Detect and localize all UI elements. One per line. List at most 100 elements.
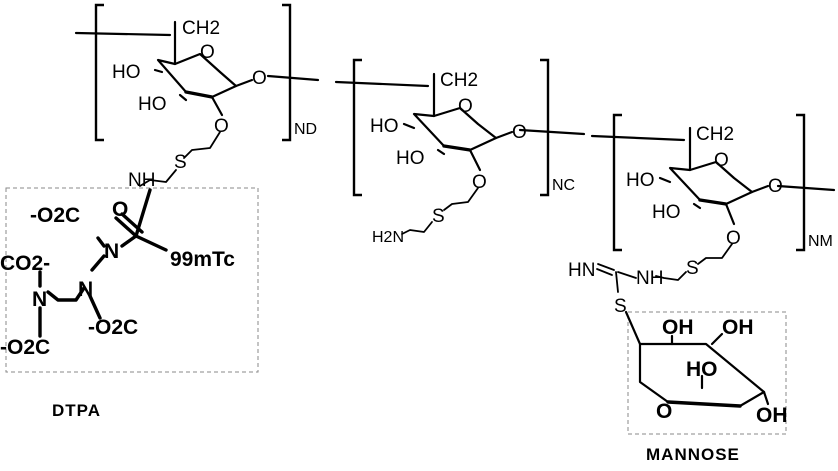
carbonyl-o-label: O — [112, 198, 128, 221]
backbone-bond-nd-right — [266, 74, 320, 82]
sub-chain-a-nc — [443, 187, 479, 211]
s-label-mannose: S — [614, 296, 627, 317]
ho1-label-nm: HO — [626, 170, 655, 191]
dtpa-box — [5, 187, 259, 373]
sub-chain-b-nc — [401, 221, 433, 235]
carbonyl-bond-a — [114, 216, 138, 238]
ring-o-label-nc: O — [458, 96, 473, 117]
ring-o-label-nm: O — [714, 150, 729, 171]
s-label-nc: S — [432, 206, 445, 227]
sub-chain-a-nm — [697, 243, 733, 265]
sub-bond-1-nm — [724, 202, 736, 226]
ch2-label-nc: CH2 — [440, 70, 478, 91]
n1-to-n2-bond — [90, 254, 106, 272]
subscript-nm: NM — [808, 233, 833, 250]
glycosidic-bond-nm — [750, 184, 770, 194]
oh2-label: OH — [722, 316, 754, 339]
co2-label-a: -O2C — [30, 204, 80, 227]
sub-chain-b-nm — [655, 271, 687, 281]
sub-bond-1-nd — [210, 95, 224, 117]
co2-label-b: CO2- — [0, 252, 50, 275]
bracket-left-nd — [94, 3, 104, 142]
backbone-bond-nd-left — [74, 31, 172, 37]
sub-o-label-nm: O — [726, 228, 741, 249]
link-o-label-nd: O — [252, 68, 267, 89]
ho1-bond-nc — [402, 122, 416, 130]
bracket-left-nc — [352, 58, 362, 197]
ho2-bond-nc — [436, 148, 446, 156]
s-label-nd: S — [174, 152, 187, 173]
s-label-nm: S — [686, 258, 699, 279]
sub-chain-b-nd — [139, 169, 177, 187]
hn-label-nm: HN — [568, 260, 595, 281]
mannose-ring-o: O — [656, 400, 672, 423]
mannose-group: S OH OH HO OH O MANNOSE — [614, 296, 788, 464]
glycosidic-bond-nc — [494, 130, 514, 140]
ho1-label-nd: HO — [112, 62, 141, 83]
ho-label: HO — [686, 358, 718, 381]
n1-label: N — [104, 240, 119, 263]
c-hn-double-bond-nm — [596, 268, 613, 276]
backbone-bond-nc-right — [518, 128, 586, 136]
dtpa-caption: DTPA — [52, 401, 101, 420]
ring-front-edge-nd — [184, 90, 214, 99]
n2-to-n3-chain — [46, 286, 86, 302]
link-o-label-nc: O — [512, 122, 527, 143]
ho2-label-nd: HO — [138, 94, 167, 115]
nh-label-nm: NH — [636, 268, 663, 289]
sub-chain-a-nd — [183, 131, 221, 159]
nh-label-nd: NH — [128, 170, 155, 191]
ho1-bond-nm — [658, 176, 672, 184]
ho2-label-nm: HO — [652, 202, 681, 223]
n2-to-co2c-bond — [88, 294, 102, 320]
c-to-tc-bond — [134, 234, 168, 252]
pyranose-ring-nd — [156, 52, 238, 99]
sub-o-label-nc: O — [472, 172, 487, 193]
pyranose-ring-nc — [412, 106, 498, 152]
oh2-bond — [710, 332, 724, 346]
n2-label: N — [78, 278, 93, 301]
ho2-bond-nm — [692, 202, 702, 210]
c-to-hn-bond-nm — [597, 263, 615, 271]
bracket-right-nc — [540, 58, 550, 197]
co2-label-d: -O2C — [0, 336, 50, 359]
ring-front-edge-nc — [442, 144, 472, 152]
dtpa-group: -O2C O N 99mTc CO2- N N -O2C -O2C DTPA — [0, 187, 259, 420]
mannose-front-edge — [666, 400, 742, 408]
n3-label: N — [32, 288, 47, 311]
backbone-bond-nm-right — [776, 184, 836, 192]
ch2-label-nm: CH2 — [696, 124, 734, 145]
link-o-label-nm: O — [768, 176, 783, 197]
bracket-left-nm — [612, 113, 622, 252]
mannose-caption: MANNOSE — [646, 445, 740, 464]
ring-o-label-nd: O — [200, 42, 215, 63]
sub-o-label-nd: O — [214, 116, 229, 137]
unit-nm: CH2 HO HO O O O S NH HN NM — [568, 113, 836, 293]
unit-nd: CH2 HO HO O O O S NH ND — [74, 3, 320, 191]
ho2-label-nc: HO — [396, 148, 425, 169]
mannose-box — [627, 311, 787, 435]
backbone-bond-nc-left — [334, 80, 430, 88]
co2a-to-n1-bond — [96, 236, 106, 248]
sub-bond-1-nc — [468, 148, 482, 172]
co2-label-c: -O2C — [88, 316, 138, 339]
oh1-label: OH — [662, 316, 694, 339]
h2n-label-nc: H2N — [372, 229, 404, 246]
glycosidic-bond-nd — [234, 78, 254, 88]
s-to-ring-bond — [624, 310, 642, 346]
backbone-bond-nm-left — [590, 134, 686, 142]
ho1-label-nc: HO — [370, 116, 399, 137]
c-to-n1-bond — [120, 234, 138, 248]
oh3-bond — [762, 390, 770, 406]
ho1-bond-nd — [153, 68, 164, 74]
ring-front-edge-nm — [698, 198, 728, 206]
oh3-label: OH — [756, 404, 788, 427]
bracket-right-nd — [282, 3, 292, 142]
pyranose-ring-nm — [668, 160, 754, 206]
ch2-label-nd: CH2 — [182, 18, 220, 39]
ho2-bond-nd — [178, 93, 188, 102]
bracket-right-nm — [796, 113, 806, 252]
c-to-s-bond-nm — [615, 271, 619, 293]
